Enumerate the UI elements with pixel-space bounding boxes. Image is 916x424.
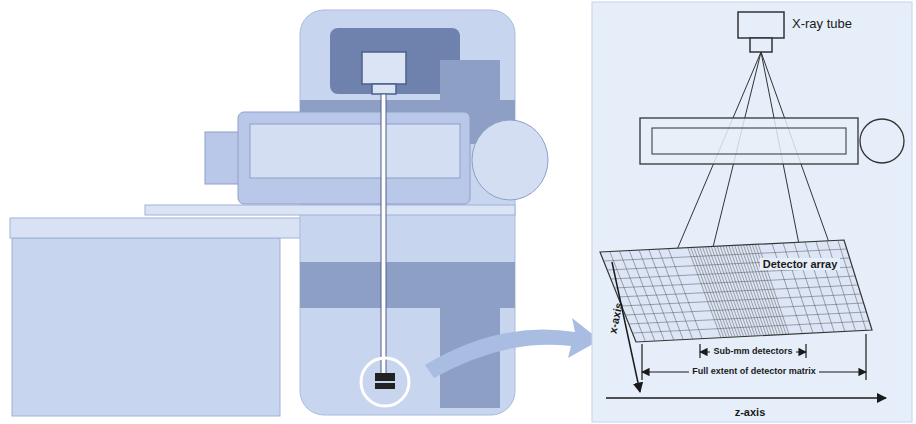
axis-label: z-axis	[735, 406, 766, 418]
part-label: Detector array	[760, 258, 841, 270]
highlight-circle	[361, 358, 409, 406]
detail-panel	[592, 2, 912, 422]
detector-array	[600, 240, 872, 342]
patient-head	[472, 120, 548, 200]
detector-icon	[375, 373, 395, 381]
patient-outline	[652, 128, 846, 154]
x-ray-tube-icon	[362, 52, 406, 84]
patient-body	[238, 112, 470, 204]
dimension-label: Full extent of detector matrix	[689, 367, 819, 377]
patient-outline	[640, 118, 858, 164]
z-axis-arrow	[606, 397, 886, 399]
patient-head	[860, 119, 904, 163]
dimension-bracket	[699, 344, 700, 358]
dimension-bracket	[805, 344, 806, 358]
dimension-bracket	[641, 344, 642, 380]
gantry-band	[300, 262, 515, 308]
table-top	[10, 218, 310, 238]
detector-grid	[604, 240, 870, 341]
x-ray-tube-box	[750, 38, 772, 52]
x-ray-tube-box	[738, 12, 784, 38]
x-ray-tube-icon	[372, 84, 396, 94]
detector-icon	[375, 383, 395, 389]
patient-body	[250, 124, 460, 178]
part-label: X-ray tube	[792, 17, 852, 31]
table-base	[12, 238, 280, 416]
dimension-label: Sub-mm detectors	[710, 347, 795, 357]
dimension-bracket	[865, 334, 866, 380]
gantry-block	[440, 60, 500, 100]
beam-line	[381, 94, 386, 376]
patient-couch	[145, 205, 515, 215]
zoom-arrow	[425, 318, 600, 378]
